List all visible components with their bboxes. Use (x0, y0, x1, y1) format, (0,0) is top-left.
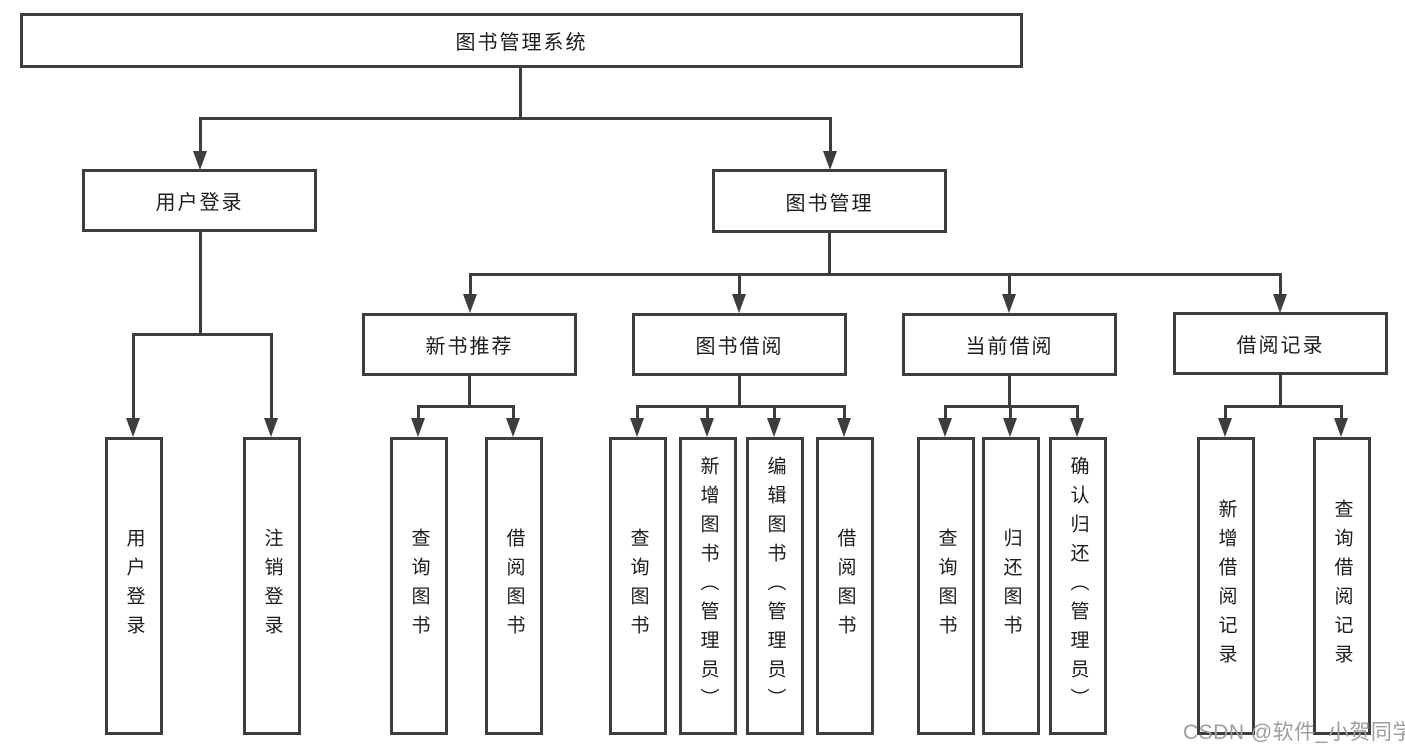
connector-line (843, 405, 846, 420)
arrow-down-icon (463, 294, 477, 313)
connector-line (1224, 405, 1343, 408)
leaf-add-books-admin: 新增图书（管理员） (679, 437, 737, 735)
connector-line (738, 376, 741, 407)
connector-line (636, 405, 846, 408)
connector-line (469, 273, 472, 297)
connector-line (132, 333, 273, 336)
arrow-down-icon (1003, 418, 1017, 437)
csdn-watermark: CSDN @软件_小贺同学 (1183, 721, 1405, 744)
connector-line (519, 68, 522, 118)
arrow-down-icon (1002, 294, 1016, 313)
arrow-down-icon (506, 418, 520, 437)
leaf-query-books-current: 查询图书 (917, 437, 975, 735)
leaf-query-borrow-record: 查询借阅记录 (1313, 437, 1371, 735)
connector-line (199, 117, 202, 153)
node-current-borrowing: 当前借阅 (902, 313, 1117, 376)
arrow-down-icon (767, 418, 781, 437)
leaf-query-books-recommend: 查询图书 (390, 437, 448, 735)
connector-line (1340, 405, 1343, 420)
node-book-borrowing: 图书借阅 (632, 313, 847, 376)
arrow-down-icon (1218, 418, 1232, 437)
arrow-down-icon (1334, 418, 1348, 437)
connector-line (512, 405, 515, 420)
connector-line (1008, 273, 1011, 297)
arrow-down-icon (264, 418, 278, 437)
leaf-borrow-books-recommend: 借阅图书 (485, 437, 543, 735)
node-borrowing-records: 借阅记录 (1173, 312, 1388, 375)
connector-line (417, 405, 420, 420)
connector-line (1224, 405, 1227, 420)
connector-line (132, 333, 135, 421)
leaf-confirm-return-admin: 确认归还（管理员） (1049, 437, 1107, 735)
connector-line (469, 273, 1282, 276)
connector-line (1008, 376, 1011, 407)
connector-line (417, 405, 515, 408)
connector-line (199, 232, 202, 335)
leaf-logout: 注销登录 (243, 437, 301, 735)
arrow-down-icon (823, 151, 837, 170)
connector-line (944, 405, 947, 420)
leaf-user-login: 用户登录 (105, 437, 163, 735)
arrow-down-icon (411, 418, 425, 437)
connector-line (1279, 273, 1282, 297)
arrow-down-icon (700, 418, 714, 437)
node-new-book-recommendation: 新书推荐 (362, 313, 577, 376)
connector-line (468, 376, 471, 407)
connector-line (1076, 405, 1079, 420)
connector-line (706, 405, 709, 420)
arrow-down-icon (126, 418, 140, 437)
connector-line (828, 233, 831, 275)
connector-line (199, 117, 832, 120)
leaf-borrow-books: 借阅图书 (816, 437, 874, 735)
connector-line (1009, 405, 1012, 420)
leaf-query-books-borrowing: 查询图书 (609, 437, 667, 735)
connector-line (1279, 375, 1282, 407)
connector-line (773, 405, 776, 420)
node-user-login: 用户登录 (82, 169, 317, 232)
arrow-down-icon (193, 151, 207, 170)
arrow-down-icon (837, 418, 851, 437)
arrow-down-icon (938, 418, 952, 437)
node-book-management: 图书管理 (712, 169, 947, 233)
connector-line (829, 117, 832, 153)
arrow-down-icon (732, 294, 746, 313)
arrow-down-icon (1273, 294, 1287, 313)
arrow-down-icon (630, 418, 644, 437)
connector-line (636, 405, 639, 420)
leaf-return-books: 归还图书 (982, 437, 1040, 735)
arrow-down-icon (1070, 418, 1084, 437)
node-library-management-system: 图书管理系统 (20, 13, 1023, 68)
leaf-add-borrow-record: 新增借阅记录 (1197, 437, 1255, 735)
connector-line (270, 333, 273, 421)
connector-line (738, 273, 741, 297)
leaf-edit-books-admin: 编辑图书（管理员） (746, 437, 804, 735)
